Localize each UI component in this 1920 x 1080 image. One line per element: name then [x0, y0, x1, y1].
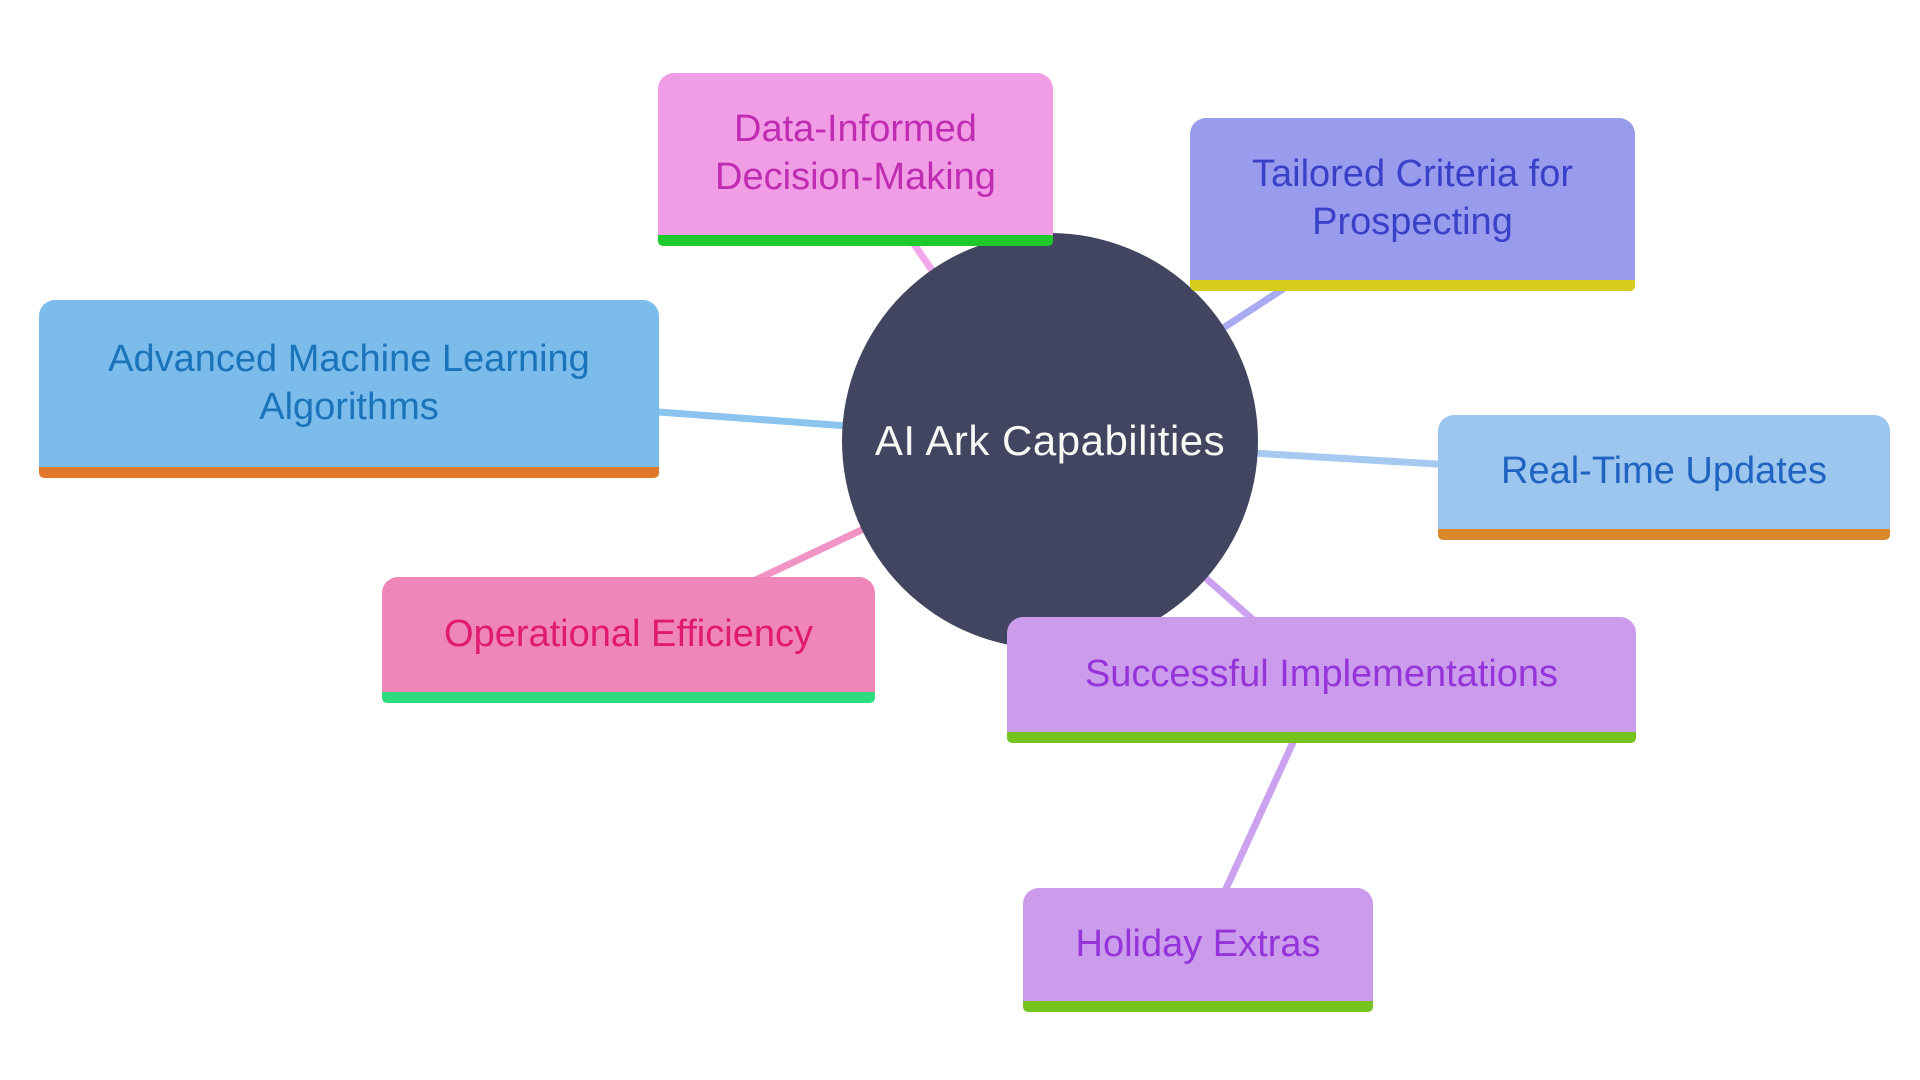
- central-node-label: AI Ark Capabilities: [874, 417, 1226, 464]
- node-label: Data-Informed Decision-Making: [715, 108, 996, 198]
- mindmap-node-real-time-updates[interactable]: Real-Time Updates: [1438, 415, 1890, 540]
- mindmap-node-data-informed-decision-making[interactable]: Data-Informed Decision-Making: [658, 73, 1053, 246]
- node-label: Successful Implementations: [1084, 652, 1559, 695]
- node-label: Tailored Criteria for Prospecting: [1252, 153, 1573, 243]
- mindmap-node-operational-efficiency[interactable]: Operational Efficiency: [382, 577, 875, 703]
- mindmap-node-tailored-criteria-for-prospecting[interactable]: Tailored Criteria for Prospecting: [1190, 118, 1635, 291]
- node-label: Real-Time Updates: [1501, 450, 1827, 493]
- mindmap-node-successful-implementations[interactable]: Successful Implementations: [1007, 617, 1636, 743]
- mindmap-node-holiday-extras[interactable]: Holiday Extras: [1023, 888, 1373, 1012]
- node-label: Operational Efficiency: [444, 612, 813, 655]
- node-label: Holiday Extras: [1075, 922, 1321, 965]
- central-node[interactable]: AI Ark Capabilities: [842, 233, 1258, 649]
- node-label: Advanced Machine Learning Algorithms: [108, 337, 590, 428]
- mindmap-node-advanced-machine-learning-algorithms[interactable]: Advanced Machine Learning Algorithms: [39, 300, 659, 478]
